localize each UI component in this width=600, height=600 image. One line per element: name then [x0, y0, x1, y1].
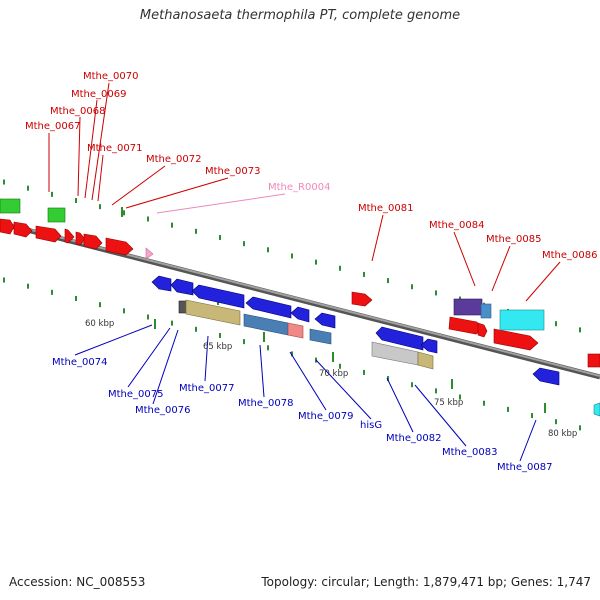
gene-label[interactable]: Mthe_0070 [83, 71, 139, 82]
gene-arrow[interactable] [532, 367, 560, 386]
label-connector [453, 231, 476, 287]
gene-arrow[interactable] [151, 275, 172, 292]
gene-label[interactable]: Mthe_0068 [50, 106, 106, 117]
label-connector [315, 359, 372, 420]
label-connector [152, 329, 179, 405]
gene-box[interactable] [453, 298, 483, 316]
label-connector [91, 82, 110, 201]
label-connector [491, 245, 511, 292]
gene-arrow[interactable] [245, 296, 292, 319]
gene-arrow[interactable] [191, 284, 245, 309]
gene-arrow[interactable] [493, 328, 539, 351]
gene-arrow[interactable] [0, 218, 15, 235]
genome-summary: Topology: circular; Length: 1,879,471 bp… [261, 575, 591, 589]
gene-arrow[interactable] [448, 316, 481, 335]
map-title: Methanosaeta thermophila PT, complete ge… [139, 8, 461, 23]
label-connector [519, 419, 537, 462]
gene-box[interactable] [243, 313, 289, 336]
gene-label[interactable]: Mthe_0077 [179, 383, 235, 394]
gene-label[interactable]: Mthe_0067 [25, 121, 81, 132]
genome-backbone-highlight [0, 221, 600, 377]
forward-gene-labels: Mthe_0070Mthe_0069Mthe_0068Mthe_0067Mthe… [25, 71, 598, 261]
scale-label: 65 kbp [203, 342, 232, 352]
gene-arrow[interactable] [35, 225, 62, 243]
gene-label[interactable]: Mthe_0085 [486, 234, 542, 245]
gene-label[interactable]: Mthe_0074 [52, 357, 108, 368]
gene-box[interactable] [47, 207, 66, 223]
gene-label[interactable]: Mthe_0086 [542, 250, 598, 261]
forward-genes [0, 198, 600, 417]
gene-label[interactable]: Mthe_0073 [205, 166, 261, 177]
gene-arrow[interactable] [83, 233, 103, 250]
gene-arrow[interactable] [351, 291, 373, 307]
tick-marks [3, 179, 581, 431]
reverse-gene-labels: Mthe_0074Mthe_0075Mthe_0076Mthe_0077Mthe… [52, 357, 553, 473]
label-connector [289, 351, 327, 411]
gene-arrow[interactable] [477, 322, 488, 338]
gene-box[interactable] [480, 303, 492, 319]
accession-label: Accession: NC_008553 [9, 575, 146, 589]
scale-labels: 60 kbp 65 kbp 70 kbp 75 kbp 80 kbp [85, 319, 577, 439]
gene-label[interactable]: Mthe_0082 [386, 433, 442, 444]
scale-label: 60 kbp [85, 319, 114, 329]
reverse-genes [151, 275, 560, 386]
gene-label[interactable]: Mthe_0084 [429, 220, 485, 231]
gene-box[interactable] [185, 299, 241, 326]
label-connector [84, 99, 98, 199]
label-connector [386, 377, 414, 433]
gene-box[interactable] [417, 351, 434, 370]
gene-label[interactable]: Mthe_0069 [71, 89, 127, 100]
label-connector [259, 344, 265, 398]
gene-label[interactable]: Mthe_0072 [146, 154, 202, 165]
gene-arrow[interactable] [105, 237, 134, 256]
label-connector [125, 177, 229, 209]
gene-label[interactable]: Mthe_0081 [358, 203, 414, 214]
label-connector [111, 165, 166, 206]
label-connector [525, 261, 561, 302]
label-connector [97, 154, 104, 202]
gene-label[interactable]: Mthe_0075 [108, 389, 164, 400]
gene-arrow[interactable] [64, 228, 75, 244]
scale-label: 75 kbp [434, 398, 463, 408]
gene-label[interactable]: Mthe_0076 [135, 405, 191, 416]
label-connector [204, 335, 209, 382]
gene-box[interactable] [499, 309, 545, 331]
gene-box[interactable] [587, 353, 600, 368]
gene-arrow[interactable] [420, 338, 438, 354]
label-connector [74, 324, 153, 356]
label-connector [156, 193, 286, 214]
gene-label[interactable]: Mthe_0079 [298, 411, 354, 422]
gene-box[interactable] [309, 328, 332, 345]
gene-box[interactable] [0, 198, 21, 214]
gene-arrow[interactable] [170, 278, 194, 296]
gene-label[interactable]: Mthe_0083 [442, 447, 498, 458]
scale-label: 80 kbp [548, 429, 577, 439]
gene-label[interactable]: Mthe_0071 [87, 143, 143, 154]
label-connector [127, 327, 171, 388]
gene-arrow[interactable] [593, 402, 600, 417]
gene-label[interactable]: Mthe_0087 [497, 462, 553, 473]
gene-arrow[interactable] [314, 312, 336, 329]
gene-arrow[interactable] [75, 231, 86, 246]
gene-label[interactable]: hisG [360, 420, 382, 431]
gene-arrow[interactable] [290, 306, 310, 323]
gene-arrow[interactable] [375, 326, 424, 351]
gene-label[interactable]: Mthe_0078 [238, 398, 294, 409]
gene-box[interactable] [287, 322, 304, 339]
gene-label[interactable]: Mthe_R0004 [268, 182, 330, 193]
gene-arrow[interactable] [13, 221, 33, 238]
label-connectors [48, 82, 561, 462]
rna-arrow[interactable] [145, 247, 154, 260]
label-connector [371, 214, 384, 262]
label-connector [414, 384, 467, 447]
scale-label: 70 kbp [319, 369, 348, 379]
label-connector [77, 116, 81, 197]
